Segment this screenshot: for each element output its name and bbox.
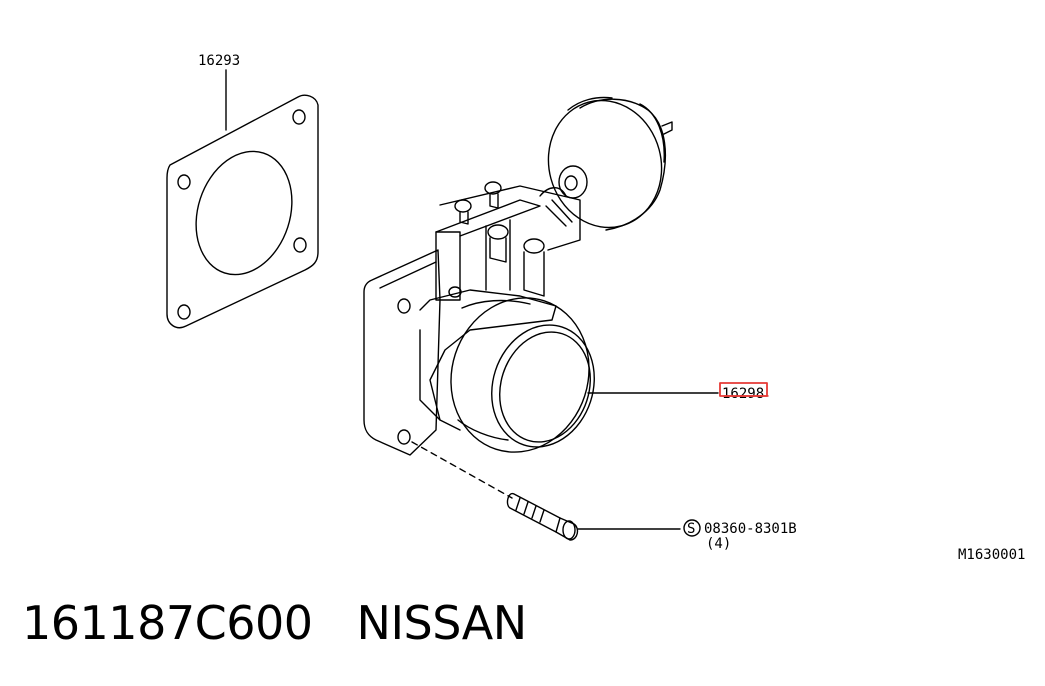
brand-name: NISSAN bbox=[356, 596, 528, 650]
footer-caption: 161187C600 NISSAN bbox=[22, 596, 527, 650]
s-circle-icon: S bbox=[683, 519, 701, 537]
part-number: 161187C600 bbox=[22, 596, 313, 650]
bolt-quantity-label: (4) bbox=[706, 536, 731, 552]
assembly-dashed-line bbox=[411, 441, 513, 499]
gasket-part-label[interactable]: 16293 bbox=[198, 53, 240, 69]
parts-diagram: 16293 16298 S 08360-8301B (4) M1630001 bbox=[166, 53, 1025, 563]
throttle-part-label[interactable]: 16298 bbox=[722, 386, 764, 402]
figure-code-label: M1630001 bbox=[958, 547, 1025, 563]
gasket-drawing bbox=[166, 69, 319, 329]
bolt-drawing bbox=[506, 492, 579, 541]
throttle-chamber-drawing bbox=[363, 96, 673, 456]
bolt-part-label[interactable]: 08360-8301B bbox=[704, 521, 797, 537]
svg-text:S: S bbox=[687, 521, 695, 537]
